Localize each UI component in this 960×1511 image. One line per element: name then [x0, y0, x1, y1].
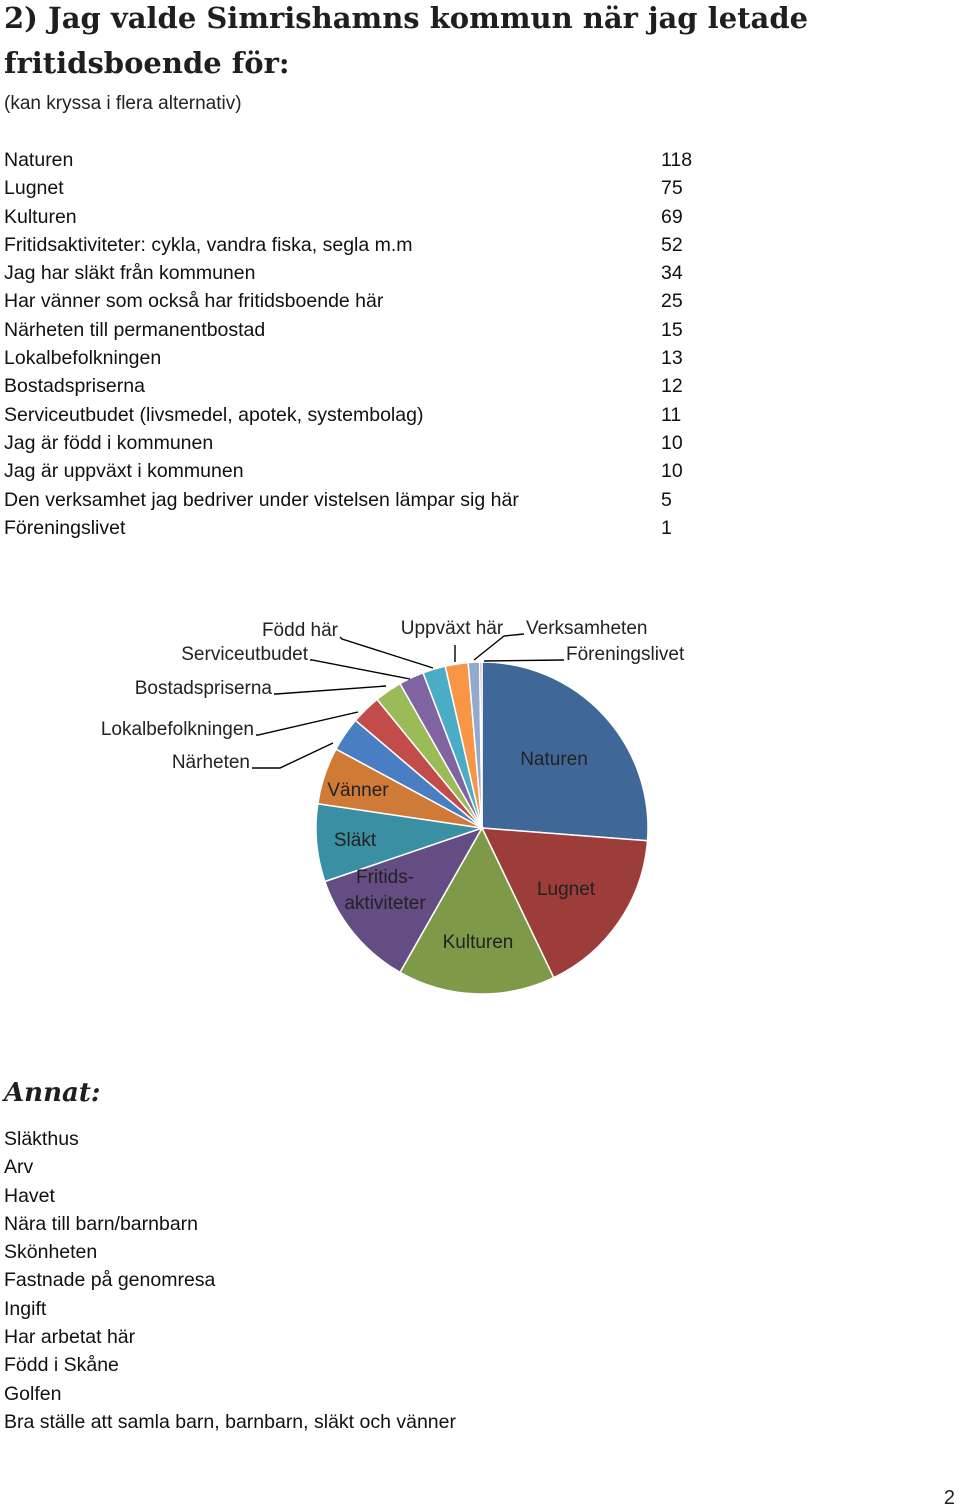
annat-item: Född i Skåne	[4, 1354, 119, 1377]
response-label: Den verksamhet jag bedriver under vistel…	[4, 488, 519, 511]
leader-line	[252, 742, 334, 769]
response-count: 1	[661, 516, 672, 539]
annat-item: Ingift	[4, 1297, 47, 1320]
annat-heading: Annat:	[4, 1078, 101, 1108]
page-number: 2	[943, 1487, 955, 1509]
annat-item: Fastnade på genomresa	[4, 1269, 216, 1292]
slice-label: Släkt	[334, 830, 377, 851]
slice-label: Vänner	[327, 780, 389, 801]
slice-label: Född här	[262, 620, 339, 641]
leader-line	[310, 659, 411, 680]
page-subtitle: (kan kryssa i flera alternativ)	[4, 93, 242, 114]
response-label: Jag har släkt från kommunen	[4, 262, 256, 285]
response-label: Föreningslivet	[4, 516, 126, 539]
response-row: Kulturen 69	[4, 203, 744, 231]
response-row: Jag är uppväxt i kommunen 10	[4, 457, 744, 485]
annat-item: Skönheten	[4, 1241, 98, 1264]
response-row: Jag är född i kommunen 10	[4, 429, 744, 457]
response-count: 69	[661, 205, 683, 228]
response-list: Naturen 118 Lugnet 75 Kulturen 69 Fritidsak…	[4, 146, 744, 542]
response-count: 75	[661, 177, 683, 200]
response-count: 118	[661, 149, 693, 171]
page-title: 2) Jag valde Simrishamns kommun när jag …	[4, 1, 809, 80]
response-row: Närheten till permanentbostad 15	[4, 316, 744, 344]
response-count: 12	[661, 375, 683, 398]
response-row: Lugnet 75	[4, 174, 744, 202]
slice-label: Uppväxt här	[401, 618, 504, 639]
response-row: Har vänner som också har fritidsboende h…	[4, 287, 744, 315]
response-label: Serviceutbudet (livsmedel, apotek, syste…	[4, 403, 424, 426]
response-count: 15	[661, 318, 683, 341]
annat-item: Golfen	[4, 1382, 62, 1405]
response-row: Lokalbefolkningen 13	[4, 344, 744, 372]
response-row: Bostadspriserna 12	[4, 372, 744, 400]
pie-slice-lugnet	[480, 827, 649, 979]
response-count: 34	[661, 262, 683, 285]
response-label: Naturen	[4, 149, 74, 171]
slice-label: Serviceutbudet	[181, 644, 308, 665]
response-label: Lokalbefolkningen	[4, 347, 162, 370]
response-count: 13	[661, 347, 683, 370]
slice-label: Naturen	[520, 749, 588, 770]
annat-item: Nära till barn/barnbarn	[4, 1212, 199, 1235]
slice-label: Fritids-aktiviteter	[344, 867, 426, 914]
response-label: Bostadspriserna	[4, 375, 145, 398]
response-count: 10	[661, 431, 683, 454]
response-count: 10	[661, 460, 683, 483]
response-count: 5	[661, 488, 672, 511]
pie-slice-naturen	[481, 661, 649, 842]
response-row: Naturen 118	[4, 146, 744, 174]
response-row: Fritidsaktiviteter: cykla, vandra fiska,…	[4, 231, 744, 259]
response-label: Fritidsaktiviteter: cykla, vandra fiska,…	[4, 233, 413, 256]
leader-line	[339, 636, 434, 669]
response-row: Jag har släkt från kommunen 34	[4, 259, 744, 287]
slice-label: Föreningslivet	[566, 644, 685, 665]
response-label: Jag är född i kommunen	[4, 431, 214, 454]
response-count: 11	[661, 403, 682, 426]
response-label: Har vänner som också har fritidsboende h…	[4, 290, 384, 313]
leader-line	[473, 633, 525, 661]
leader-line	[483, 659, 564, 662]
pie-slice-fritids-aktiviteter	[323, 826, 484, 974]
annat-list: Släkthus Arv Havet Nära till barn/barnba…	[4, 1125, 456, 1436]
response-row: Serviceutbudet (livsmedel, apotek, syste…	[4, 401, 744, 429]
response-count: 52	[661, 233, 683, 256]
leader-line	[256, 711, 359, 736]
annat-item: Havet	[4, 1184, 55, 1207]
slice-label: Närheten	[172, 752, 250, 773]
annat-item: Har arbetat här	[4, 1326, 136, 1349]
leader-line	[274, 685, 387, 695]
annat-item: Arv	[4, 1156, 34, 1179]
response-label: Kulturen	[4, 205, 77, 228]
response-label: Jag är uppväxt i kommunen	[4, 460, 244, 483]
response-label: Närheten till permanentbostad	[4, 318, 266, 341]
slice-label: Bostadspriserna	[135, 678, 273, 699]
slice-label: Lokalbefolkningen	[101, 719, 254, 740]
slice-label: Lugnet	[537, 879, 596, 900]
pie-slice-kulturen	[398, 826, 555, 995]
slice-label: Kulturen	[443, 932, 514, 953]
pie-slice-föreningslivet	[478, 661, 483, 829]
annat-item: Bra ställe att samla barn, barnbarn, slä…	[4, 1410, 456, 1433]
response-label: Lugnet	[4, 177, 64, 200]
slice-label: Verksamheten	[526, 618, 647, 639]
response-count: 25	[661, 290, 683, 313]
annat-item: Släkthus	[4, 1128, 79, 1150]
response-row: Den verksamhet jag bedriver under vistel…	[4, 486, 744, 514]
response-row: Föreningslivet 1	[4, 514, 744, 542]
